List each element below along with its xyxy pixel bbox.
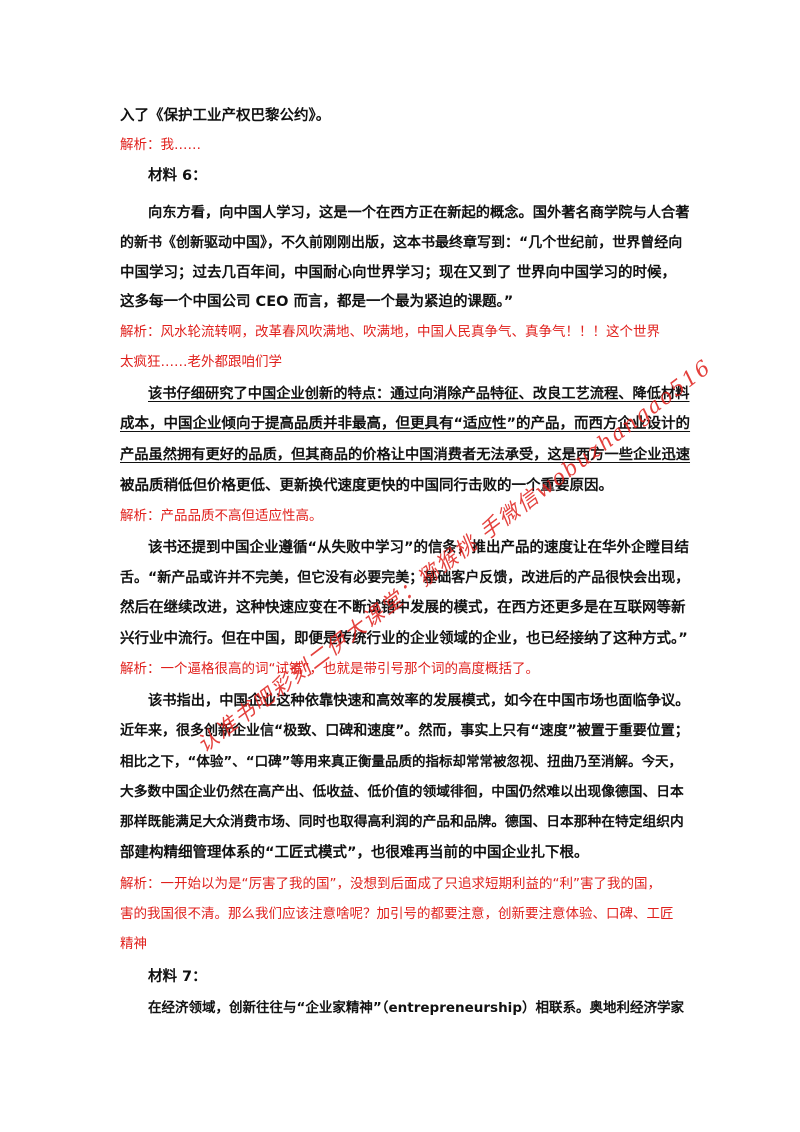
text-line: 在经济领域，创新往往与“企业家精神”（entrepreneurship）相联系。… bbox=[148, 1000, 684, 1016]
text-line: 然后在继续改进，这种快速应变在不断试错中发展的模式，在西方还更多是在互联网等新 bbox=[120, 600, 686, 616]
text-line: 相比之下，“体验”、“口碑”等用来真正衡量品质的指标却常常被忽视、扭曲乃至消解。… bbox=[120, 754, 682, 770]
annotation-line: 害的我国很不清。那么我们应该注意啥呢？加引号的都要注意，创新要注意体验、口碑、工… bbox=[120, 906, 674, 922]
annotation-line: 太疯狂……老外都跟咱们学 bbox=[120, 354, 282, 370]
annotation-line: 解析：产品品质不高但适应性高。 bbox=[120, 508, 323, 524]
text-line: 舌。“新产品或许并不完美，但它没有必要完美；基础客户反馈，改进后的产品很快会出现… bbox=[120, 570, 690, 586]
section-heading: 材料 6： bbox=[148, 168, 207, 184]
annotation-line: 精神 bbox=[120, 936, 147, 952]
text-line: 部建构精细管理体系的“工匠式模式”，也很难再当前的中国企业扎下根。 bbox=[120, 845, 589, 861]
text-line: 大多数中国企业仍然在高产出、低收益、低价值的领域徘徊，中国仍然难以出现像德国、日… bbox=[120, 784, 684, 800]
text-line: 被品质稍低但价格更低、更新换代速度更快的中国同行击败的一个重要原因。 bbox=[120, 478, 613, 494]
text-line: 那样既能满足大众消费市场、同时也取得高利润的产品和品牌。德国、日本那种在特定组织… bbox=[120, 814, 684, 830]
text-line: 该书仔细研究了中国企业创新的特点：通过向消除产品特征、改良工艺流程、降低材料 bbox=[148, 386, 690, 402]
annotation-line: 解析：一开始以为是“厉害了我的国”，没想到后面成了只追求短期利益的“利”害了我的… bbox=[120, 876, 661, 892]
text-line: 向东方看，向中国人学习，这是一个在西方正在新起的概念。国外著名商学院与人合著 bbox=[148, 205, 690, 221]
annotation-line: 解析：风水轮流转啊，改革春风吹满地、吹满地，中国人民真争气、真争气！！！这个世界 bbox=[120, 324, 660, 340]
annotation-line: 解析：我…… bbox=[120, 137, 201, 153]
text-line: 近年来，很多创新企业信“极致、口碑和速度”。然而，事实上只有“速度”被置于重要位… bbox=[120, 723, 689, 739]
text-line: 成本，中国企业倾向于提高品质并非最高，但更具有“适应性”的产品，而西方企业设计的 bbox=[120, 416, 691, 432]
text-line: 的新书《创新驱动中国》，不久前刚刚出版，这本书最终章写到：“几个世纪前，世界曾经… bbox=[120, 235, 683, 251]
text-body: 入了《保护工业产权巴黎公约》。 解析：我…… 材料 6： 向东方看，向中国人学习… bbox=[120, 0, 690, 1132]
text-line: 产品虽然拥有更好的品质，但其商品的价格让中国消费者无法承受，这是西方一些企业迅速 bbox=[120, 447, 691, 463]
annotation-line: 解析：一个逼格很高的词“试错”，也就是带引号那个词的高度概括了。 bbox=[120, 661, 539, 677]
text-line: 中国学习；过去几百年间，中国耐心向世界学习；现在又到了 世界向中国学习的时候， bbox=[120, 265, 677, 281]
text-line: 入了《保护工业产权巴黎公约》。 bbox=[120, 108, 331, 124]
section-heading: 材料 7： bbox=[148, 969, 207, 985]
text-line: 这多每一个中国公司 CEO 而言，都是一个最为紧迫的课题。” bbox=[120, 294, 514, 310]
text-line: 该书还提到中国企业遵循“从失败中学习”的信条，推出产品的速度让在华外企瞠目结 bbox=[148, 540, 690, 556]
text-line: 兴行业中流行。但在中国，即便是传统行业的企业领域的企业，也已经接纳了这种方式。” bbox=[120, 631, 688, 647]
text-line: 该书指出，中国企业这种依靠快速和高效率的发展模式，如今在中国市场也面临争议。 bbox=[148, 693, 690, 709]
